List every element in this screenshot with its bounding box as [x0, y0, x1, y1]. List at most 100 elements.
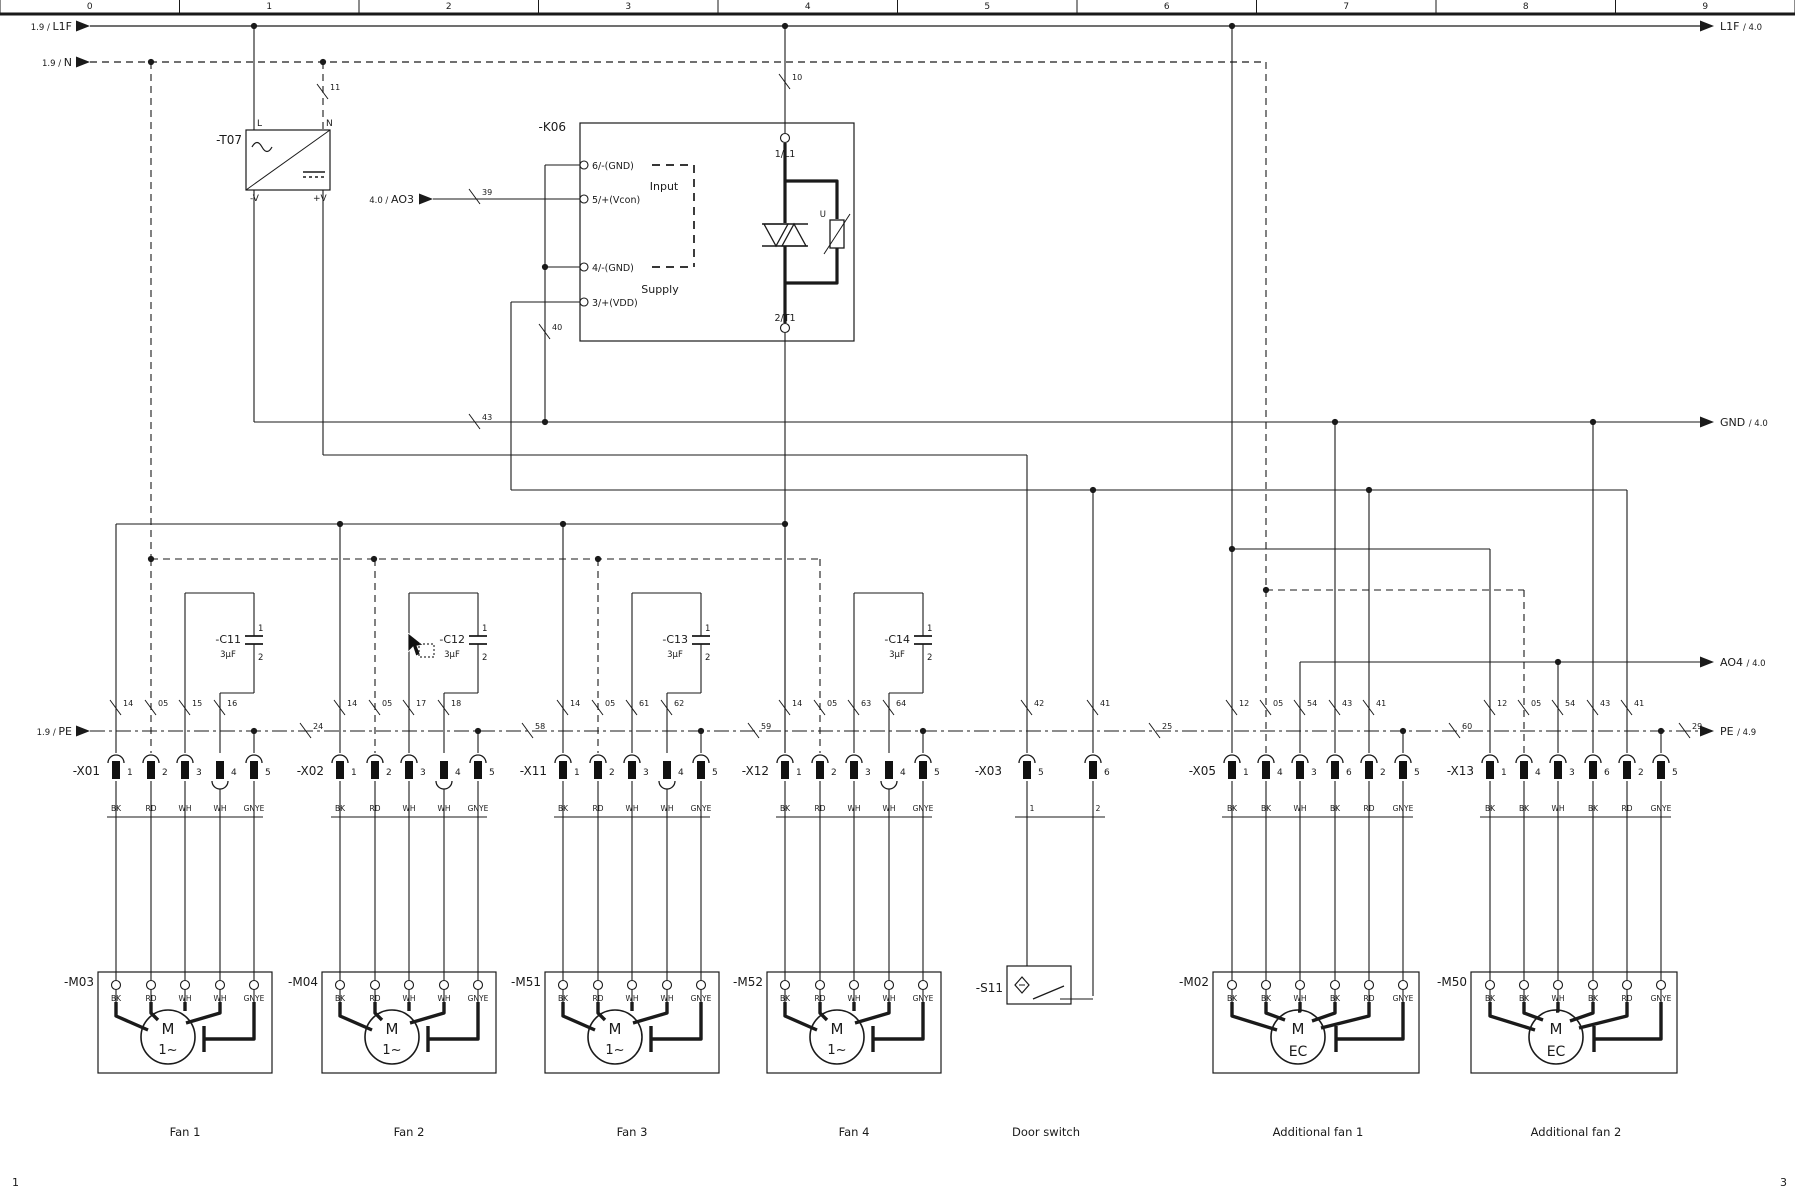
terminal-contact[interactable]	[885, 761, 893, 779]
terminal-contact[interactable]	[1365, 761, 1373, 779]
terminal-label: -V	[250, 194, 260, 204]
relay-k06[interactable]: -K066/-(GND)5/+(Vcon)4/-(GND)3/+(VDD)Inp…	[369, 26, 1627, 753]
terminal-contact[interactable]	[112, 761, 120, 779]
terminal-contact[interactable]	[250, 761, 258, 779]
terminal-contact[interactable]	[1657, 761, 1665, 779]
terminal-number: 3	[196, 768, 202, 778]
terminal-contact[interactable]	[1554, 761, 1562, 779]
t07-body[interactable]	[245, 129, 331, 191]
wire-number-label: 14	[792, 699, 802, 708]
motor-circle-icon	[140, 1009, 196, 1065]
motor-terminal	[1294, 979, 1306, 991]
terminal-contact[interactable]	[440, 761, 448, 779]
motor-box[interactable]	[1470, 971, 1678, 1074]
terminal-contact[interactable]	[181, 761, 189, 779]
terminal-contact[interactable]	[816, 761, 824, 779]
section-label: Input	[650, 180, 679, 193]
wire	[409, 1002, 446, 1025]
terminal-contact[interactable]	[594, 761, 602, 779]
core-color-label: GNYE	[1651, 804, 1672, 813]
component-tag: -M52	[733, 975, 763, 989]
terminal-contact[interactable]	[1520, 761, 1528, 779]
motor-terminal	[403, 979, 415, 991]
capacitor-value: 3µF	[220, 650, 236, 660]
terminal-number: 2	[1380, 768, 1386, 778]
core-color-label: WH	[882, 804, 895, 813]
switch-s11[interactable]: -S11	[976, 965, 1093, 1005]
terminal-contact[interactable]	[919, 761, 927, 779]
k06-body[interactable]	[579, 122, 855, 342]
terminal-contact[interactable]	[1262, 761, 1270, 779]
terminal-contact[interactable]	[1486, 761, 1494, 779]
terminal-contact[interactable]	[781, 761, 789, 779]
terminal-number: 3	[1569, 768, 1575, 778]
motor-box[interactable]	[321, 971, 497, 1074]
mouse-cursor	[407, 632, 435, 658]
terminal-contact[interactable]	[474, 761, 482, 779]
contact-blade	[1032, 985, 1065, 1000]
terminal-contact[interactable]	[371, 761, 379, 779]
terminal-contact[interactable]	[1023, 761, 1031, 779]
terminal-clamp-arc	[1618, 754, 1636, 764]
switch-body[interactable]	[1006, 965, 1072, 1005]
motor-box[interactable]	[766, 971, 942, 1074]
terminal-contact[interactable]	[697, 761, 705, 779]
wire-number-slash	[1586, 699, 1599, 716]
terminal-contact[interactable]	[628, 761, 636, 779]
motor-terminal	[472, 979, 484, 991]
motor-box[interactable]	[1212, 971, 1420, 1074]
motor-terminal	[110, 979, 122, 991]
wire-number-label: 05	[158, 699, 168, 708]
terminal-contact[interactable]	[1623, 761, 1631, 779]
wire-number-slash	[882, 699, 895, 716]
terminal-contact[interactable]	[1331, 761, 1339, 779]
motor-terminal	[179, 979, 191, 991]
motor-terminal	[695, 979, 707, 991]
terminal-contact[interactable]	[1399, 761, 1407, 779]
terminal-contact[interactable]	[405, 761, 413, 779]
component-tag: -X01	[73, 764, 100, 778]
wire	[1556, 1002, 1560, 1013]
terminal-contact[interactable]	[336, 761, 344, 779]
terminal-contact[interactable]	[1228, 761, 1236, 779]
terminal-contact[interactable]	[1296, 761, 1304, 779]
component-tag: -C12	[439, 633, 465, 646]
terminal-contact[interactable]	[663, 761, 671, 779]
terminal-contact[interactable]	[850, 761, 858, 779]
terminal-contact[interactable]	[1589, 761, 1597, 779]
terminal-contact[interactable]	[559, 761, 567, 779]
terminal-contact[interactable]	[216, 761, 224, 779]
motor-box[interactable]	[544, 971, 720, 1074]
wire-number-slash	[437, 699, 450, 716]
terminal-contact[interactable]	[147, 761, 155, 779]
wire	[785, 248, 839, 285]
motor-box[interactable]	[97, 971, 273, 1074]
terminal-contact[interactable]	[1089, 761, 1097, 779]
